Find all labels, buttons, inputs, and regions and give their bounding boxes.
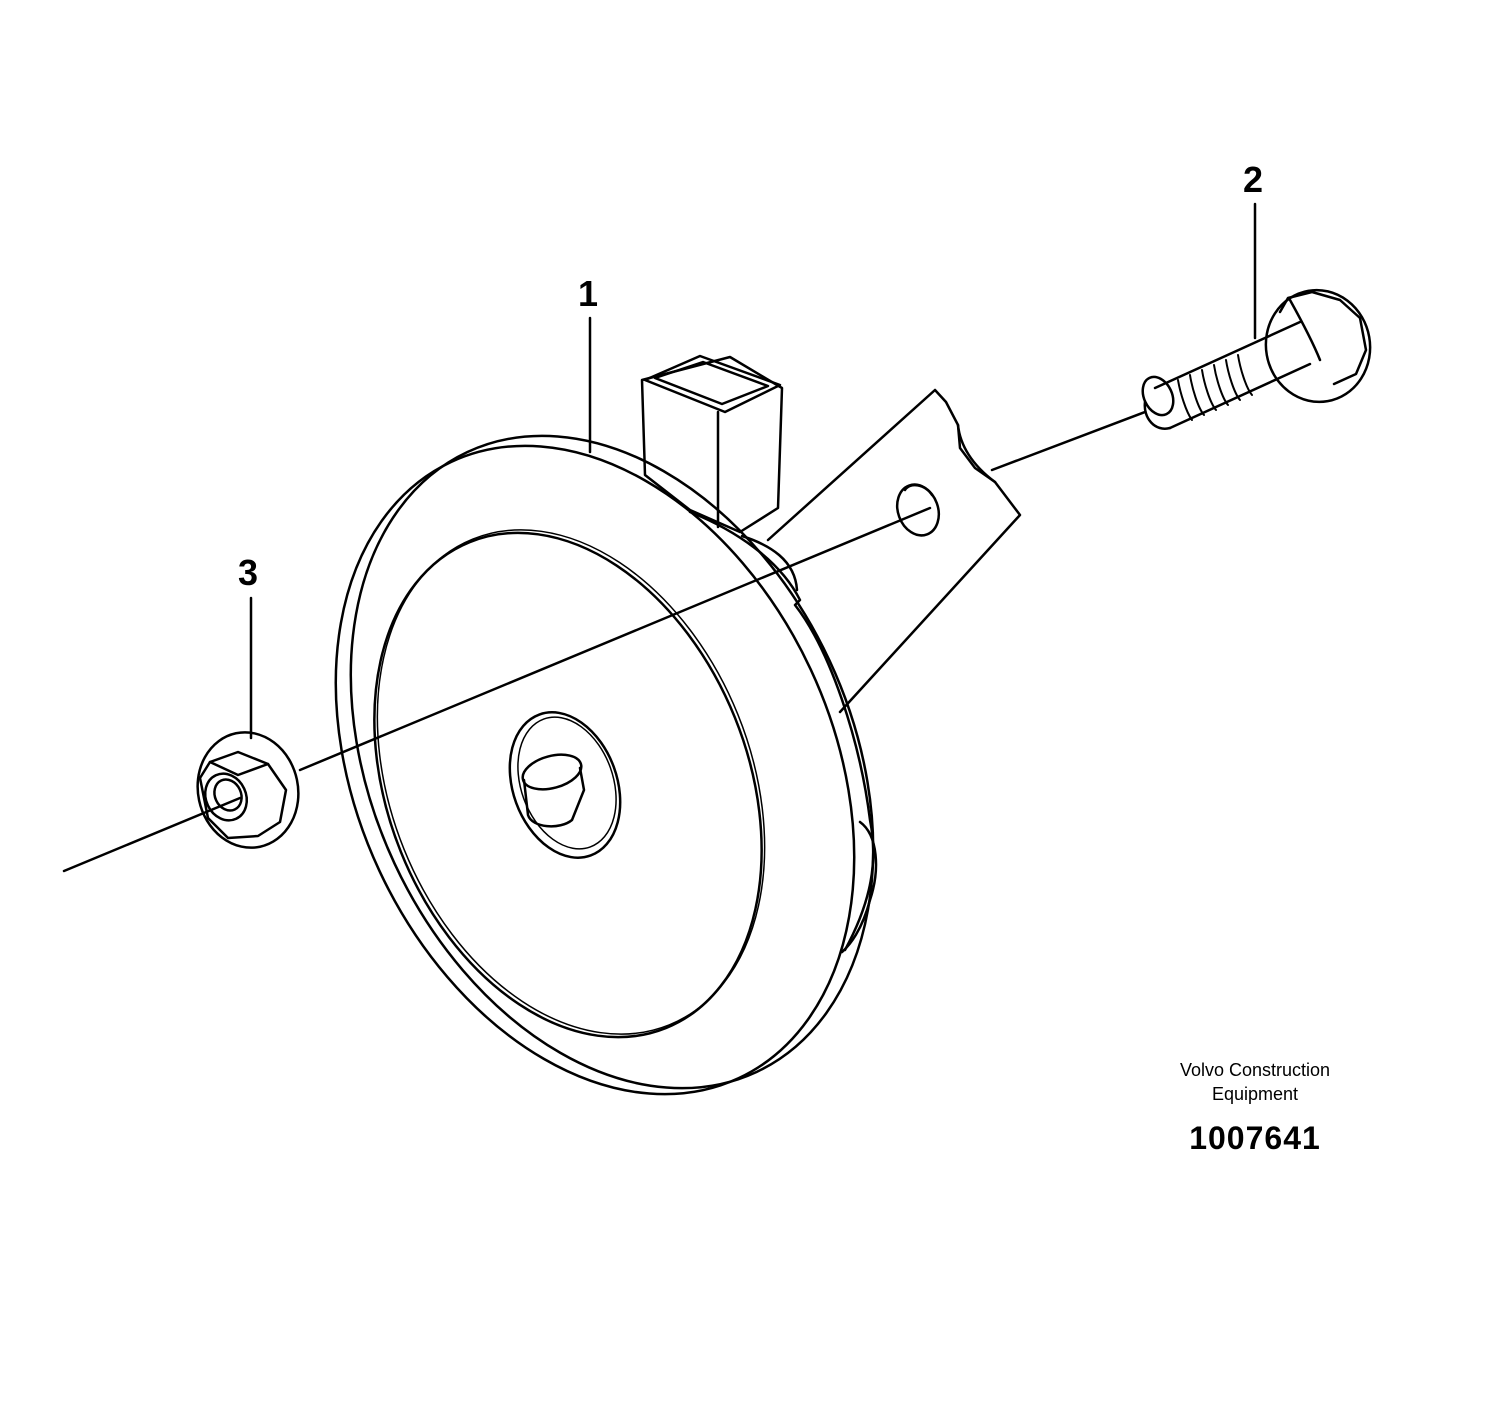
horn-rim-edge — [349, 434, 875, 1090]
horn-stud — [521, 753, 586, 828]
company-name-line2: Equipment — [1211, 1084, 1299, 1104]
callout-label-3: 3 — [238, 552, 259, 593]
bolt-threads — [1177, 354, 1253, 421]
flange-bolt-part — [1141, 288, 1372, 430]
drawing-caption: Volvo Construction Equipment 1007641 — [1130, 1058, 1380, 1157]
drawing-number: 1007641 — [1189, 1120, 1321, 1156]
callout-label-2: 2 — [1243, 159, 1264, 200]
horn-bracket — [766, 388, 1022, 714]
company-name-line1: Volvo Construction — [1179, 1060, 1331, 1080]
horn-face — [373, 531, 763, 1039]
horn-connector — [640, 354, 784, 534]
horn-outer-rim — [334, 444, 856, 1096]
flange-nut-part — [196, 731, 300, 849]
horn-center-boss — [508, 711, 622, 859]
callout-label-1: 1 — [578, 273, 599, 314]
assembly-axis-line — [62, 410, 1147, 873]
horn-part — [334, 354, 1022, 1096]
